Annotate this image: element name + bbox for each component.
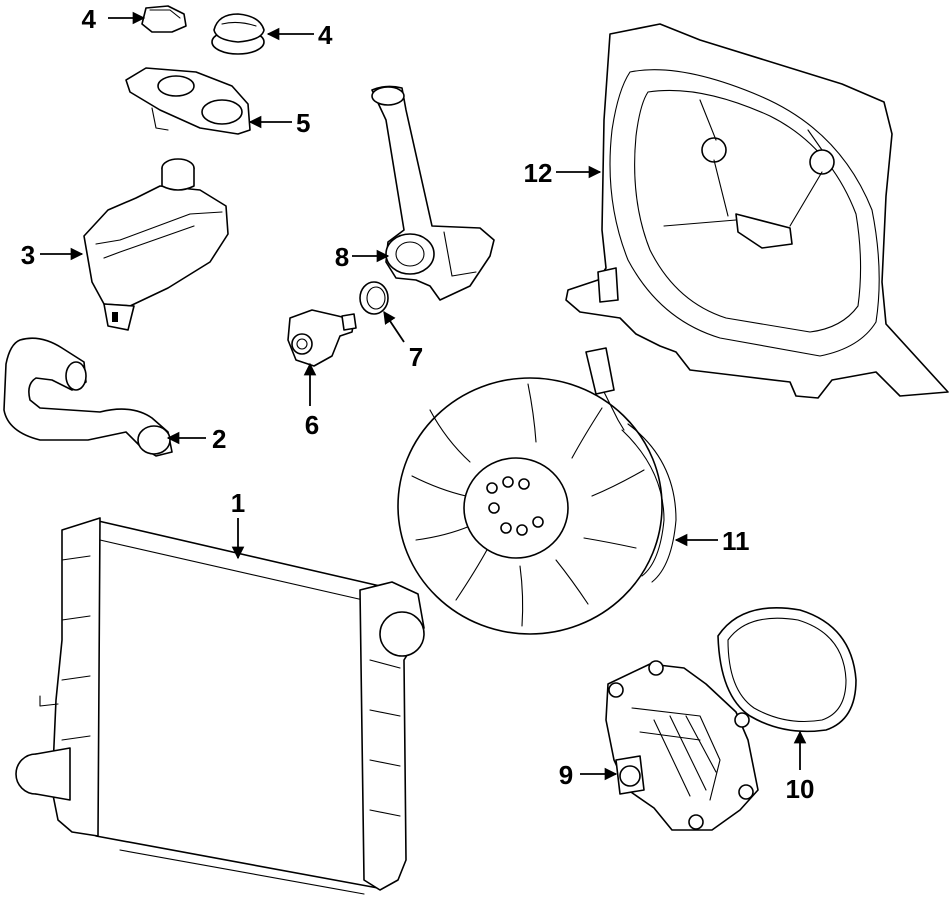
fan-part [397, 347, 677, 635]
o-ring-part [359, 281, 389, 315]
cap-right-part [211, 13, 265, 55]
leader-lines [40, 11, 807, 781]
callout-labels: 4 4 5 3 12 8 7 6 2 1 11 9 10 [21, 4, 815, 804]
radiator-part [15, 517, 425, 895]
callout-11: 11 [722, 526, 750, 556]
callout-5: 5 [296, 108, 310, 138]
shroud-part [565, 23, 949, 399]
sensor-part [287, 309, 357, 367]
callout-10: 10 [786, 774, 815, 804]
callout-6: 6 [305, 410, 319, 440]
outlet-pipe-part [371, 85, 495, 301]
pump-gasket-part [717, 607, 857, 733]
leader-7 [383, 310, 405, 343]
callout-8: 8 [335, 242, 349, 272]
water-pump-part [605, 660, 759, 831]
callout-1: 1 [231, 488, 245, 518]
reservoir-part [83, 158, 229, 331]
callout-9: 9 [559, 760, 573, 790]
callout-7: 7 [409, 342, 423, 372]
callout-3: 3 [21, 240, 35, 270]
callout-4-left: 4 [82, 4, 97, 34]
bracket-part [125, 67, 251, 135]
lower-hose-part [3, 337, 173, 457]
callout-2: 2 [212, 424, 226, 454]
cap-left-part [141, 5, 187, 33]
callout-4-right: 4 [318, 20, 333, 50]
callout-12: 12 [524, 158, 553, 188]
